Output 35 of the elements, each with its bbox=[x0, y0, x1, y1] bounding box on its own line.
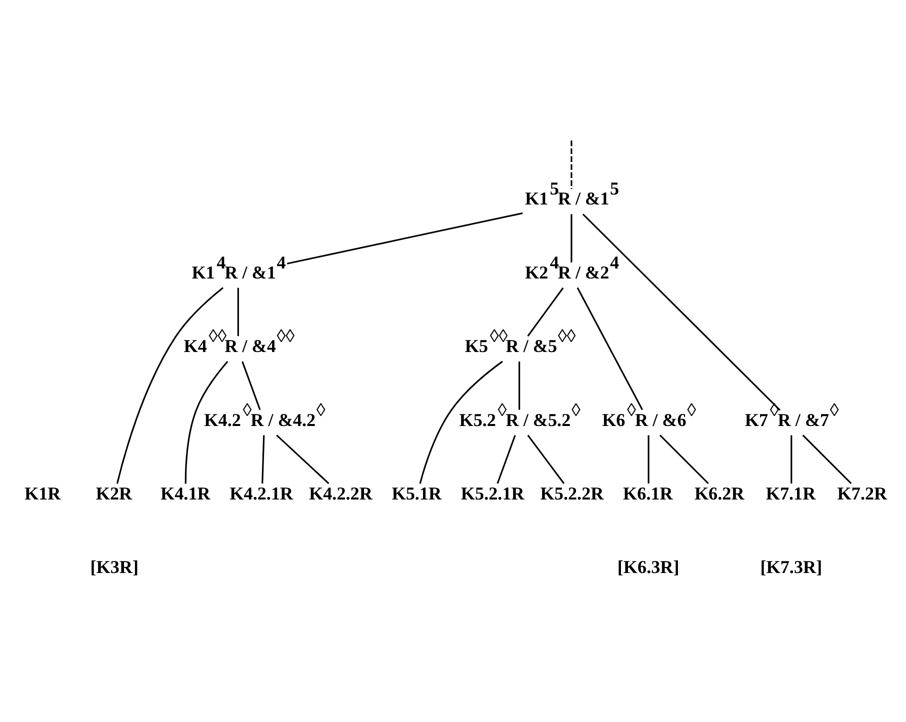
label: [K7.3R] bbox=[760, 557, 822, 578]
node-text: K7.2R bbox=[837, 483, 888, 504]
node-text: K4.2.2R bbox=[309, 483, 372, 504]
connector bbox=[527, 434, 565, 484]
label: [K3R] bbox=[90, 557, 139, 578]
node-text: K4.1R bbox=[160, 483, 210, 504]
node-text: K6.1R bbox=[623, 483, 673, 504]
connector bbox=[576, 287, 644, 410]
node-text: K5.1R bbox=[392, 483, 442, 504]
connector bbox=[242, 361, 261, 410]
connector bbox=[286, 212, 523, 264]
node-text: K7.1R bbox=[766, 483, 816, 504]
node-text: K2R bbox=[96, 483, 132, 504]
node-text: K4.2.1R bbox=[230, 483, 294, 504]
connector bbox=[237, 288, 239, 336]
connector bbox=[570, 140, 572, 189]
connector bbox=[184, 360, 228, 484]
connector bbox=[262, 435, 265, 484]
connector bbox=[570, 214, 572, 262]
label: K1R bbox=[24, 483, 61, 504]
connector bbox=[659, 434, 709, 484]
node-text: K5.2.1R bbox=[460, 483, 524, 504]
connector bbox=[518, 362, 520, 410]
connector bbox=[802, 434, 852, 484]
connector bbox=[648, 435, 650, 484]
connector bbox=[582, 214, 781, 411]
connector bbox=[116, 287, 224, 484]
label: [K6.3R] bbox=[617, 557, 680, 578]
connector bbox=[527, 287, 564, 337]
connector bbox=[790, 435, 792, 484]
connector bbox=[419, 360, 503, 484]
connector bbox=[276, 434, 330, 484]
node-text: K6.2R bbox=[694, 483, 744, 504]
node-text: K5.2.2R bbox=[540, 483, 604, 504]
connector bbox=[496, 434, 516, 484]
